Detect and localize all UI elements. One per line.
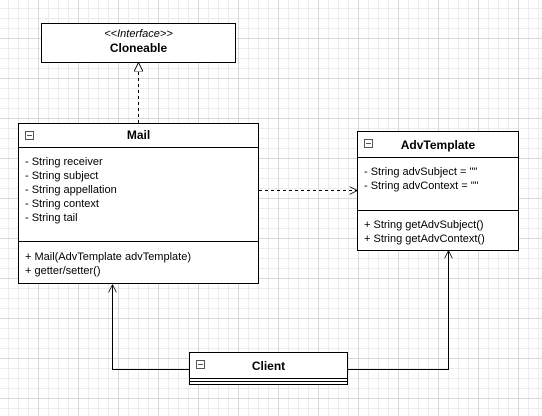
advtemplate-class-header: AdvTemplate	[358, 132, 518, 158]
advtemplate-methods: + String getAdvSubject() + String getAdv…	[358, 211, 518, 250]
collapse-icon[interactable]	[196, 360, 205, 369]
method-getter-setter: + getter/setter()	[25, 265, 101, 277]
attribute-appellation: - String appellation	[25, 184, 117, 196]
mail-class-header: Mail	[19, 124, 258, 148]
mail-attributes: - String receiver - String subject - Str…	[19, 148, 258, 242]
attribute-receiver: - String receiver	[25, 156, 103, 168]
method-getadvsubject: + String getAdvSubject()	[364, 219, 484, 231]
attribute-subject: - String subject	[25, 170, 99, 182]
cloneable-interface-box[interactable]: <<Interface>> Cloneable	[41, 23, 236, 63]
client-to-mail-edge	[113, 285, 190, 370]
attribute-context: - String context	[25, 198, 99, 210]
mail-class-name: Mail	[126, 128, 151, 142]
advtemplate-class-box[interactable]: AdvTemplate - String advSubject = "" - S…	[357, 131, 519, 251]
collapse-icon[interactable]	[25, 131, 34, 140]
client-class-name: Client	[251, 359, 286, 373]
advtemplate-class-name: AdvTemplate	[400, 138, 476, 152]
client-class-box[interactable]: Client	[189, 352, 348, 385]
method-getadvcontext: + String getAdvContext()	[364, 233, 485, 245]
interface-stereotype: <<Interface>>	[104, 28, 173, 40]
attribute-advcontext: - String advContext = ""	[364, 180, 479, 192]
client-class-header: Client	[190, 353, 347, 379]
mail-methods: + Mail(AdvTemplate advTemplate) + getter…	[19, 242, 258, 282]
client-empty-section	[190, 379, 347, 382]
collapse-icon[interactable]	[364, 139, 373, 148]
attribute-advsubject: - String advSubject = ""	[364, 166, 478, 178]
advtemplate-attributes: - String advSubject = "" - String advCon…	[358, 158, 518, 211]
attribute-tail: - String tail	[25, 212, 78, 224]
mail-class-box[interactable]: Mail - String receiver - String subject …	[18, 123, 259, 284]
interface-name: Cloneable	[109, 41, 168, 55]
method-constructor: + Mail(AdvTemplate advTemplate)	[25, 251, 191, 263]
client-to-advtemplate-edge	[348, 251, 449, 370]
